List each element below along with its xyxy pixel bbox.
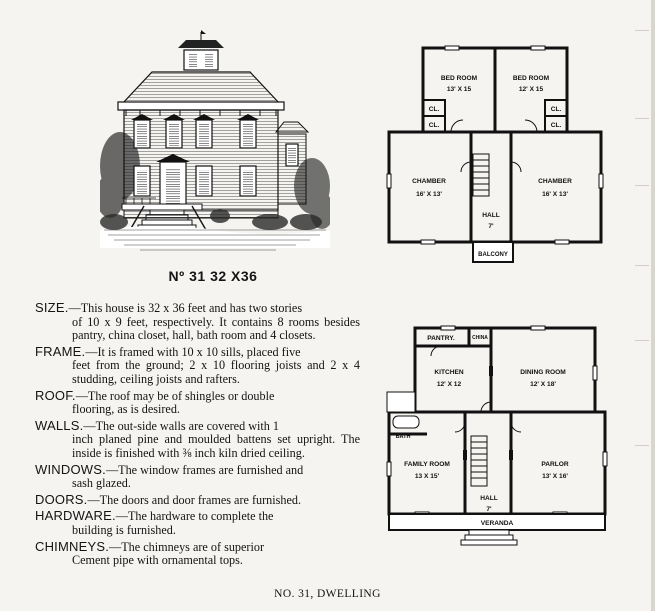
spec-text: —The doors and door frames are furnished… bbox=[87, 492, 302, 507]
spec-text: —The hardware to complete the bbox=[115, 509, 274, 524]
spec-frame: FRAME.—It is framed with 10 x 10 sills, … bbox=[35, 343, 360, 387]
second-floor-plan: BED ROOM 13' X 15 BED ROOM 12' X 15 CL. … bbox=[385, 42, 625, 270]
spec-heading: CHIMNEYS. bbox=[35, 538, 110, 554]
spec-chimneys: CHIMNEYS.—The chimneys are of superior C… bbox=[35, 538, 360, 568]
closet-label: CL. bbox=[429, 122, 440, 129]
spec-text: —The chimneys are of superior bbox=[109, 539, 265, 554]
bleed-line bbox=[635, 118, 649, 119]
bleed-line bbox=[635, 185, 649, 186]
room-size: 13 X 15' bbox=[415, 473, 440, 480]
room-size: 12' X 15 bbox=[519, 86, 544, 93]
room-size: 13' X 16' bbox=[542, 473, 568, 480]
spec-heading: WINDOWS. bbox=[35, 461, 106, 477]
spec-heading: FRAME. bbox=[35, 343, 86, 359]
spec-text: —It is framed with 10 x 10 sills, placed… bbox=[85, 344, 301, 359]
spec-windows: WINDOWS.—The window frames are furnished… bbox=[35, 461, 360, 491]
room-label: KITCHEN bbox=[434, 369, 464, 376]
room-label: FAMILY ROOM bbox=[404, 461, 450, 468]
bleed-line bbox=[635, 30, 649, 31]
spec-heading: ROOF. bbox=[35, 387, 76, 403]
room-size: 16' X 13' bbox=[542, 191, 568, 198]
house-number-label: Nº 31 32 X36 bbox=[168, 268, 258, 284]
room-size: 13' X 15 bbox=[447, 86, 472, 93]
spec-text: —This house is 32 x 36 feet and has two … bbox=[68, 301, 303, 315]
room-label: BATH bbox=[396, 434, 411, 440]
bleed-line bbox=[635, 445, 649, 446]
room-size: 7' bbox=[488, 223, 494, 230]
specifications: SIZE.—This house is 32 x 36 feet and has… bbox=[35, 301, 360, 570]
room-label: PANTRY. bbox=[427, 335, 455, 342]
room-label: CHAMBER bbox=[412, 178, 446, 185]
room-size: 12' X 12 bbox=[437, 381, 462, 388]
spec-continued: building is furnished. bbox=[72, 522, 176, 537]
spec-continued: inch planed pine and moulded battens set… bbox=[72, 432, 360, 460]
page-edge bbox=[651, 0, 655, 611]
room-label: DINING ROOM bbox=[520, 369, 566, 376]
spec-continued: Cement pipe with ornamental tops. bbox=[72, 553, 243, 568]
spec-heading: HARDWARE. bbox=[35, 508, 116, 524]
spec-continued: flooring, as is desired. bbox=[72, 402, 180, 417]
spec-continued: of 10 x 9 feet, respectively. It contain… bbox=[72, 314, 360, 343]
house-illustration bbox=[96, 16, 334, 268]
room-label: PARLOR bbox=[541, 461, 569, 468]
spec-text: —The window frames are furnished and bbox=[105, 462, 304, 477]
room-size: 7' bbox=[486, 506, 492, 513]
room-label: HALL bbox=[480, 495, 498, 502]
spec-text: —The roof may be of shingles or double bbox=[75, 388, 275, 403]
spec-heading: SIZE. bbox=[35, 300, 69, 315]
room-size: 16' X 13' bbox=[416, 191, 442, 198]
spec-continued: sash glazed. bbox=[72, 476, 131, 491]
closet-label: CL. bbox=[551, 106, 562, 113]
spec-heading: DOORS. bbox=[35, 491, 88, 507]
closet-label: CL. bbox=[429, 106, 440, 113]
bleed-line bbox=[635, 265, 649, 266]
room-size: 12' X 18' bbox=[530, 381, 556, 388]
room-label: BED ROOM bbox=[513, 75, 550, 82]
spec-doors: DOORS.—The doors and door frames are fur… bbox=[35, 491, 360, 508]
room-label: CHAMBER bbox=[538, 178, 572, 185]
closet-label: CL. bbox=[551, 122, 562, 129]
room-label: VERANDA bbox=[481, 520, 514, 527]
first-floor-plan: PANTRY. CHINA KITCHEN 12' X 12 DINING RO… bbox=[385, 322, 627, 562]
spec-size: SIZE.—This house is 32 x 36 feet and has… bbox=[35, 301, 360, 343]
room-label: CHINA bbox=[472, 335, 488, 341]
page-caption: NO. 31, DWELLING bbox=[274, 588, 381, 600]
bleed-line bbox=[635, 340, 649, 341]
room-label: BED ROOM bbox=[441, 75, 478, 82]
room-label: HALL bbox=[482, 212, 500, 219]
room-label: BALCONY bbox=[478, 252, 508, 258]
spec-roof: ROOF.—The roof may be of shingles or dou… bbox=[35, 387, 360, 417]
spec-hardware: HARDWARE.—The hardware to complete the b… bbox=[35, 509, 360, 537]
spec-walls: WALLS.—The out-side walls are covered wi… bbox=[35, 417, 360, 461]
spec-text: —The out-side walls are covered with 1 bbox=[83, 418, 280, 433]
spec-heading: WALLS. bbox=[35, 417, 84, 433]
spec-continued: feet from the ground; 2 x 10 flooring jo… bbox=[72, 358, 360, 386]
